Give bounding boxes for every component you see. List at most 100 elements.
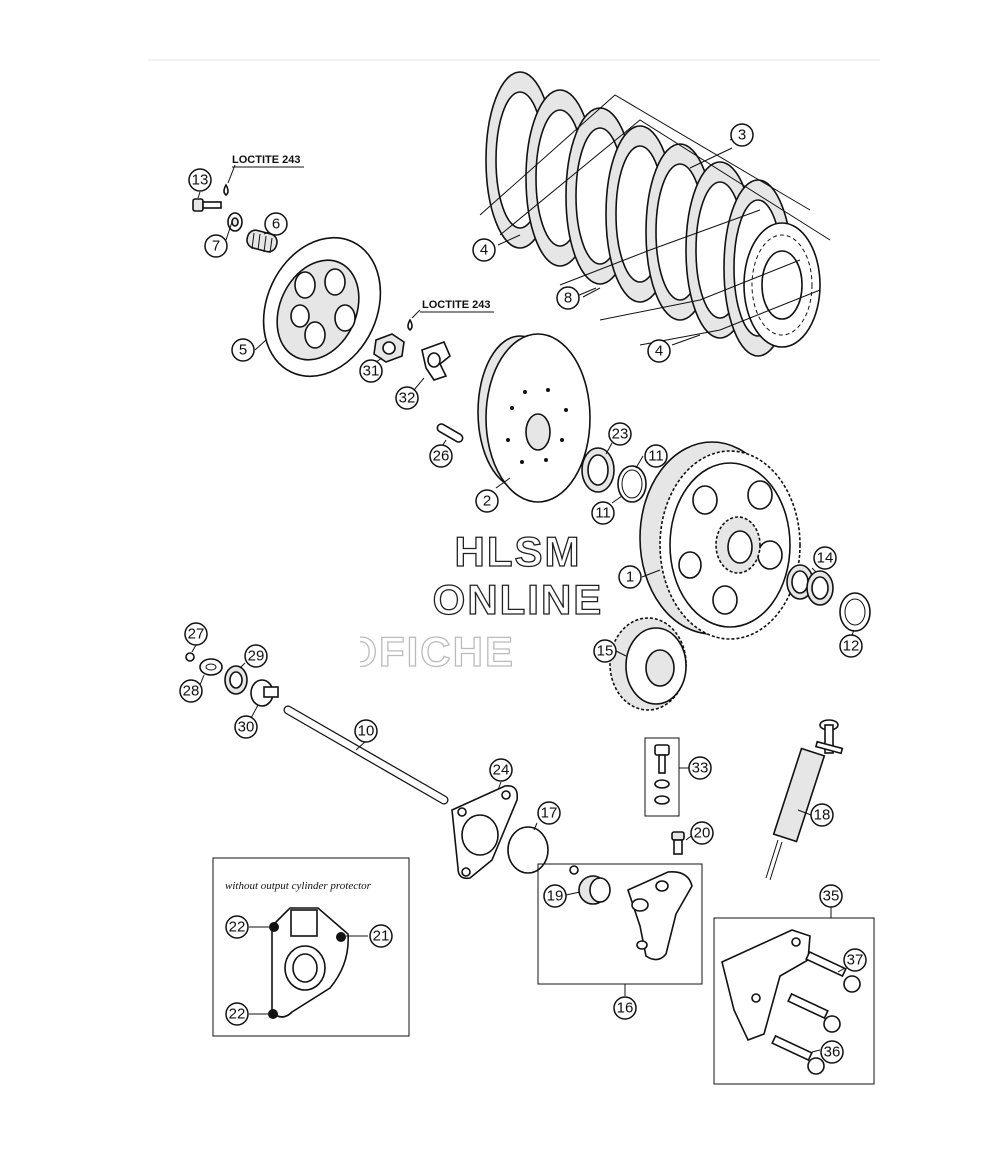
spacer-washer [839,592,871,632]
callout-4: 4 [647,339,671,363]
svg-text:28: 28 [183,683,200,700]
primary-drive-gear [609,617,687,711]
svg-text:4: 4 [655,343,663,360]
inner-clutch-hub [477,333,591,503]
svg-text:15: 15 [597,643,614,660]
svg-text:2: 2 [483,493,491,510]
svg-text:21: 21 [373,928,390,945]
svg-text:14: 14 [817,550,834,567]
callout-14: 14 [813,546,837,570]
svg-text:22: 22 [229,1006,246,1023]
spring-washer [227,212,243,232]
svg-text:26: 26 [433,448,450,465]
loctite-drop-icon [407,318,413,332]
callout-6: 6 [264,212,288,236]
needle-bearings [786,564,834,606]
callout-22: 22 [225,915,249,939]
svg-text:11: 11 [648,448,664,465]
callout-7: 7 [204,234,228,258]
clutch-basket-gear [639,441,801,640]
clutch-disc-stack [485,71,821,357]
callout-27: 27 [184,622,208,646]
variant-box [212,857,410,1037]
svg-text:6: 6 [272,216,280,233]
o-ring [507,826,549,874]
callout-37: 37 [843,948,867,972]
callout-24: 24 [489,758,513,782]
lock-washer [421,340,451,381]
svg-text:37: 37 [847,952,864,969]
svg-text:3: 3 [738,127,746,144]
loctite-drop-icon [223,183,229,197]
callout-10: 10 [354,719,378,743]
callout-30: 30 [234,715,258,739]
callout-28: 28 [179,679,203,703]
callout-22: 22 [225,1002,249,1026]
callout-3: 3 [730,123,754,147]
callout-4: 4 [472,238,496,262]
watermark-line3-clip: MICROFICHE [360,627,514,675]
callout-36: 36 [820,1040,844,1064]
bolt-kit [654,744,670,805]
cylinder-cover [268,907,349,1019]
callout-26: 26 [429,444,453,468]
callout-20: 20 [690,821,714,845]
svg-text:32: 32 [399,390,416,407]
callout-33: 33 [688,756,712,780]
callout-15: 15 [593,639,617,663]
callout-11: 11 [591,501,615,525]
mounting-bracket [721,929,811,1042]
disc-bracket-lines [479,94,831,346]
svg-text:8: 8 [564,290,572,307]
callout-12: 12 [839,634,863,658]
svg-text:23: 23 [612,426,629,443]
bolt-kit-box [644,737,680,817]
pushrod [283,705,449,805]
svg-text:11: 11 [595,505,611,522]
callout-8: 8 [556,286,580,310]
callout-16: 16 [613,996,637,1020]
svg-text:13: 13 [192,172,209,189]
washer-small [199,658,223,676]
circlip [617,465,647,503]
svg-text:18: 18 [814,807,831,824]
callout-17: 17 [537,801,561,825]
svg-text:24: 24 [493,762,510,779]
clutch-spring [246,229,278,254]
callout-35: 35 [819,884,843,908]
svg-text:20: 20 [694,825,711,842]
callout-21: 21 [369,924,393,948]
svg-text:19: 19 [547,888,564,905]
pin [436,423,464,443]
svg-text:29: 29 [248,648,265,665]
bleed-screw [671,831,685,855]
pressure-piece [250,679,279,707]
svg-text:30: 30 [238,719,255,736]
bracket-bolts [771,950,861,1075]
svg-text:22: 22 [229,919,246,936]
callout-29: 29 [244,644,268,668]
callout-11: 11 [644,444,668,468]
watermark-line2: ONLINE [433,576,604,623]
slave-cylinder [569,865,693,961]
svg-text:31: 31 [363,363,380,380]
svg-text:35: 35 [823,888,840,905]
loctite-label: LOCTITE 243 [422,299,490,311]
callout-18: 18 [810,803,834,827]
callout-13: 13 [188,168,212,192]
svg-text:27: 27 [188,626,205,643]
svg-text:1: 1 [626,569,634,586]
thrust-washer [581,447,615,493]
svg-text:4: 4 [480,242,488,259]
callout-31: 31 [359,359,383,383]
callout-23: 23 [608,422,632,446]
thrust-bearing [224,665,248,695]
clutch-bolt [192,198,222,212]
svg-text:33: 33 [692,760,709,777]
o-ring-small [185,652,195,662]
bracket-box [713,917,875,1085]
clutch-nut [373,333,405,363]
callout-19: 19 [543,884,567,908]
loctite-label: LOCTITE 243 [232,154,300,166]
